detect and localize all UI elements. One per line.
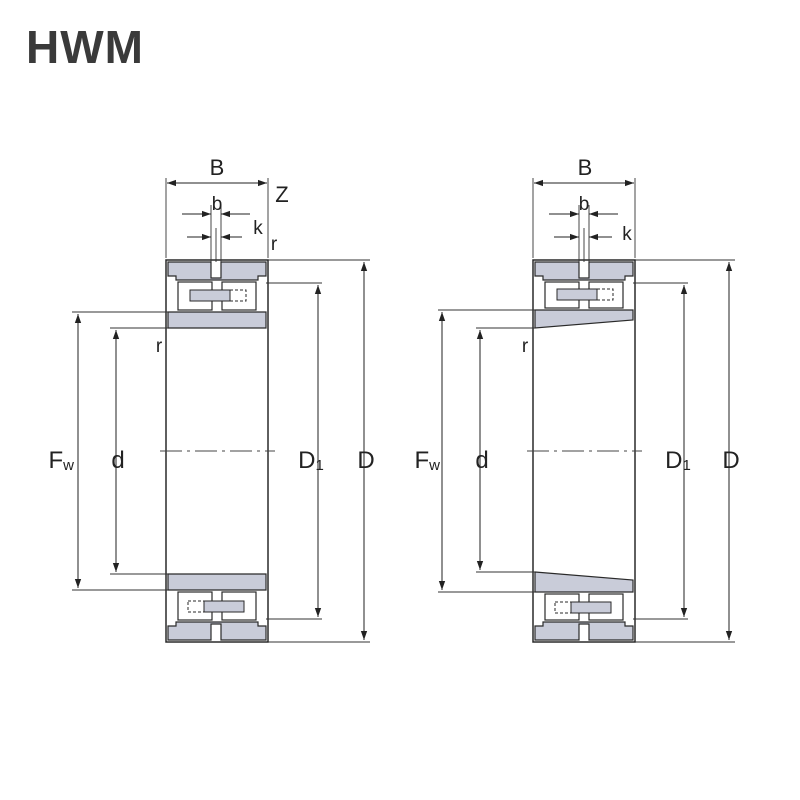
left-top-cage [229, 289, 247, 302]
left-bearing-drawing: B Z b k r r Fw d D1 D [48, 155, 375, 643]
right-bottom-outer-ring [534, 621, 634, 641]
right-bearing-drawing: B b k r Fw d D1 D [414, 155, 740, 643]
right-label-B: B [578, 155, 593, 180]
page-title: HWM [26, 21, 144, 73]
left-top-outer-ring [167, 261, 267, 281]
left-top-inner-ring [167, 311, 267, 329]
right-label-Fw: Fw [414, 447, 440, 474]
right-top-cage [596, 288, 614, 301]
right-top-outer-ring [534, 261, 634, 281]
right-bottom-guide-ring [570, 601, 612, 614]
left-bottom-outer-ring [167, 621, 267, 641]
right-label-r-side: r [522, 336, 529, 357]
left-extension-lines [72, 178, 370, 643]
left-dimension-lines [74, 179, 368, 640]
left-top-guide-ring [189, 289, 231, 302]
right-label-D: D [722, 447, 739, 474]
right-bottom-inner-ring [534, 571, 634, 593]
right-extension-lines [438, 178, 735, 643]
right-label-D1: D1 [665, 447, 691, 474]
right-label-d: d [475, 447, 488, 474]
left-label-r-side: r [156, 336, 163, 357]
left-bottom-cage [187, 600, 205, 613]
left-label-B: B [210, 155, 225, 180]
left-bottom-guide-ring [203, 600, 245, 613]
left-label-k: k [253, 218, 263, 239]
right-dimension-lines [438, 179, 733, 640]
left-label-D1: D1 [298, 447, 324, 474]
left-label-b: b [212, 194, 223, 215]
left-label-r-top: r [271, 234, 278, 255]
right-label-b: b [579, 194, 590, 215]
left-label-Z: Z [275, 182, 288, 207]
right-top-guide-ring [556, 288, 598, 301]
left-label-D: D [357, 447, 374, 474]
left-label-Fw: Fw [48, 447, 74, 474]
left-label-d: d [111, 447, 124, 474]
right-label-k: k [622, 224, 632, 245]
left-bottom-inner-ring [167, 573, 267, 591]
right-bottom-cage [554, 601, 572, 614]
right-top-inner-ring [534, 309, 634, 329]
